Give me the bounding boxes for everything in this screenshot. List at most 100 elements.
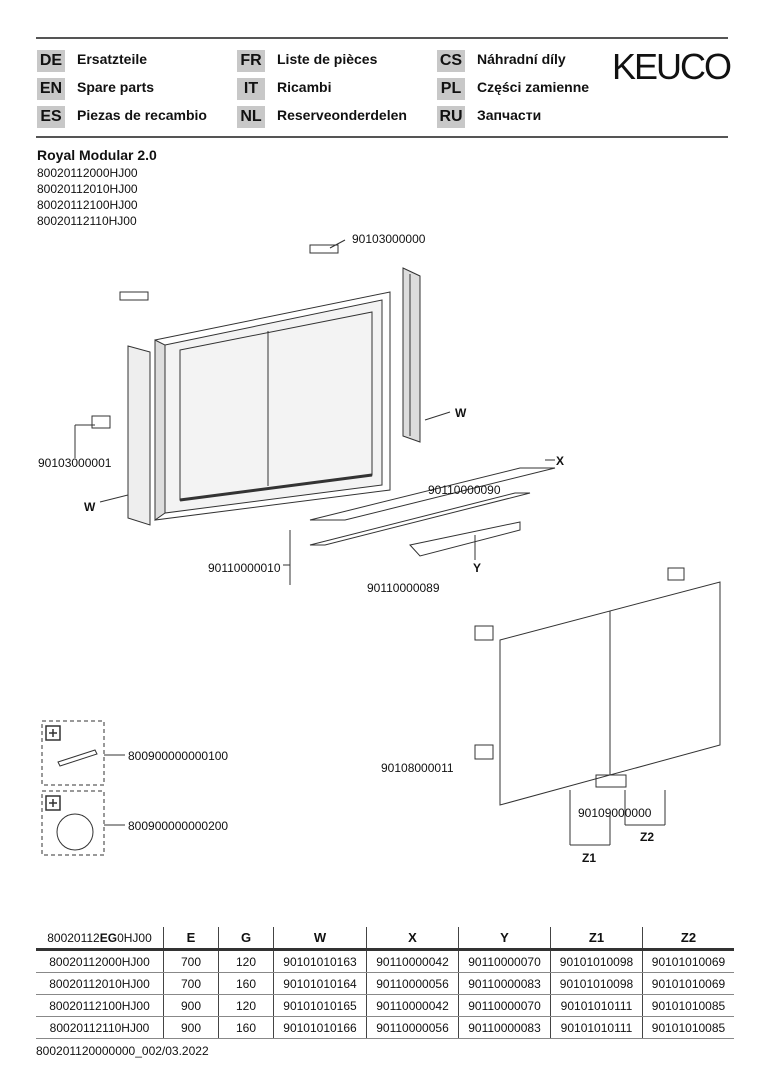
side-panel-left xyxy=(127,345,151,526)
lang-label: Ricambi xyxy=(277,79,332,95)
table-cell: 90101010166 xyxy=(273,1016,367,1039)
table-cell: 90101010098 xyxy=(550,972,643,995)
keuco-logo: KEUCO xyxy=(612,46,732,87)
lang-code: EN xyxy=(37,78,65,100)
exploded-diagram xyxy=(41,239,721,856)
product-number: 80020112100HJ00 xyxy=(37,198,138,212)
bracket xyxy=(309,244,339,254)
table-cell: 900 xyxy=(163,1016,219,1039)
lang-label: Ersatzteile xyxy=(77,51,148,67)
callout: 90110000010 xyxy=(208,561,281,575)
lang-label: Spare parts xyxy=(77,79,155,95)
table-cell: 80020112010HJ00 xyxy=(36,972,164,995)
table-header-row: 80020112EG0HJ00 E G W X Y Z1 Z2 xyxy=(36,927,734,951)
accessory-box xyxy=(41,790,105,856)
table-cell: 90110000056 xyxy=(366,1016,459,1039)
table-cell: 90101010165 xyxy=(273,994,367,1017)
callout: 90110000089 xyxy=(367,581,440,595)
product-name: Royal Modular 2.0 xyxy=(37,147,157,163)
callout: 90108000011 xyxy=(381,761,454,775)
callout: Y xyxy=(473,561,482,575)
table-cell: 90110000056 xyxy=(366,972,459,995)
document-footer: 800201120000000_002/03.2022 xyxy=(36,1044,209,1058)
lang-code: PL xyxy=(437,78,465,100)
callout: Z2 xyxy=(640,830,655,844)
mirror-door xyxy=(499,581,721,806)
table-cell: 90110000083 xyxy=(458,972,551,995)
callout: X xyxy=(556,454,565,468)
product-number: 80020112000HJ00 xyxy=(37,166,138,180)
hinge xyxy=(474,744,494,760)
table-cell: 90110000042 xyxy=(366,994,459,1017)
table-cell: 80020112000HJ00 xyxy=(36,949,164,973)
divider xyxy=(36,37,728,39)
lang-code: CS xyxy=(437,50,465,72)
table-cell: 80020112110HJ00 xyxy=(36,1016,164,1039)
shelf xyxy=(309,492,531,546)
col-z1: Z1 xyxy=(550,927,643,951)
hinge xyxy=(667,567,685,581)
table-cell: 700 xyxy=(163,949,219,973)
lang-code: IT xyxy=(237,78,265,100)
hinge xyxy=(474,625,494,641)
lang-code: RU xyxy=(437,106,465,128)
table-cell: 90110000042 xyxy=(366,949,459,973)
lang-label: Części zamienne xyxy=(477,79,590,95)
shelf xyxy=(409,521,521,557)
lang-label: Piezas de recambio xyxy=(77,107,207,123)
table-cell: 90101010163 xyxy=(273,949,367,973)
table-cell: 900 xyxy=(163,994,219,1017)
lang-label: Reserveonderdelen xyxy=(277,107,407,123)
accessory-box xyxy=(41,720,105,786)
callout: 90103000000 xyxy=(352,232,426,246)
header-model: 80020112EG0HJ00 xyxy=(36,927,164,951)
handle xyxy=(595,774,627,788)
shelf xyxy=(309,467,556,521)
lang-label: Liste de pièces xyxy=(277,51,378,67)
table-cell: 90101010111 xyxy=(550,1016,643,1039)
table-cell: 120 xyxy=(218,994,274,1017)
col-x: X xyxy=(366,927,459,951)
lang-label: Náhradní díly xyxy=(477,51,566,67)
col-g: G xyxy=(218,927,274,951)
table-cell: 90101010111 xyxy=(550,994,643,1017)
product-number: 80020112010HJ00 xyxy=(37,182,138,196)
callout: 800900000000200 xyxy=(128,819,229,833)
col-y: Y xyxy=(458,927,551,951)
table-cell: 90110000083 xyxy=(458,1016,551,1039)
table-cell: 90101010164 xyxy=(273,972,367,995)
callout: Z1 xyxy=(582,851,597,865)
table-cell: 160 xyxy=(218,1016,274,1039)
bracket xyxy=(91,415,111,429)
parts-table: 80020112EG0HJ00 E G W X Y Z1 Z2 80020112… xyxy=(36,927,734,1039)
table-cell: 700 xyxy=(163,972,219,995)
callout: 90110000090 xyxy=(428,483,501,497)
callout: 800900000000100 xyxy=(128,749,229,763)
table-cell: 120 xyxy=(218,949,274,973)
callout: W xyxy=(455,406,467,420)
callout: 90109000000 xyxy=(578,806,652,820)
lang-code: ES xyxy=(37,106,65,128)
table-cell: 90110000070 xyxy=(458,994,551,1017)
table-cell: 90101010069 xyxy=(642,949,734,973)
callout: W xyxy=(84,500,96,514)
callout: 90103000001 xyxy=(38,456,112,470)
table-cell: 90101010098 xyxy=(550,949,643,973)
lang-label: Запчасти xyxy=(477,107,542,123)
side-panel-right xyxy=(402,267,421,443)
col-z2: Z2 xyxy=(642,927,734,951)
bracket xyxy=(119,291,149,301)
product-number: 80020112110HJ00 xyxy=(37,214,137,228)
col-w: W xyxy=(273,927,367,951)
divider xyxy=(36,136,728,138)
col-e: E xyxy=(163,927,219,951)
lang-code: NL xyxy=(237,106,265,128)
table-cell: 90101010085 xyxy=(642,994,734,1017)
table-cell: 90101010085 xyxy=(642,1016,734,1039)
table-cell: 80020112100HJ00 xyxy=(36,994,164,1017)
table-cell: 90110000070 xyxy=(458,949,551,973)
